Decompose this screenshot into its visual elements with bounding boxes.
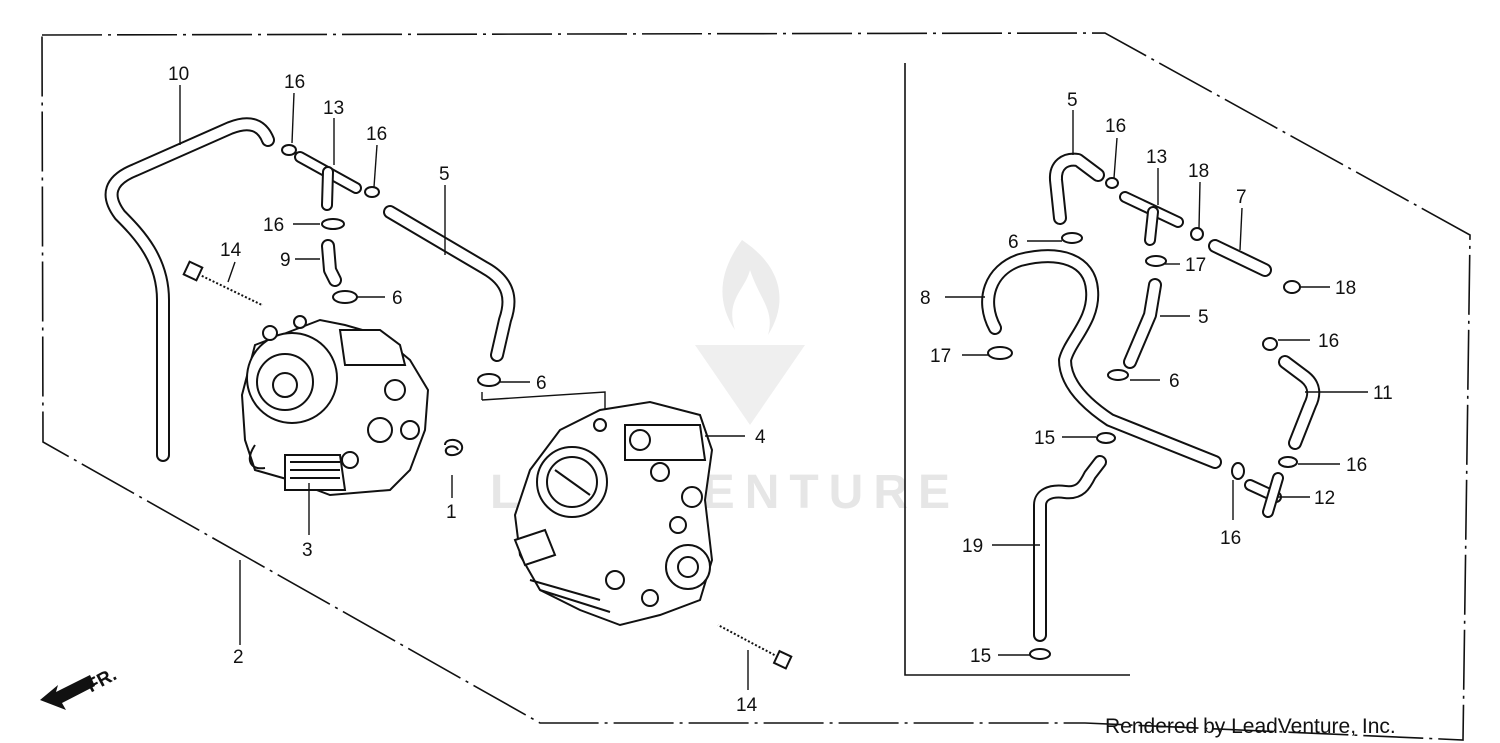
outer-frame — [41, 32, 1471, 741]
callout-16-g: 16 — [1220, 528, 1241, 549]
callout-16-e: 16 — [1318, 331, 1339, 352]
carburetor-3 — [240, 315, 430, 497]
callout-17-b: 17 — [930, 346, 951, 367]
callout-17-a: 17 — [1185, 255, 1206, 276]
hose-5-left — [383, 205, 516, 362]
callout-16-c: 16 — [263, 215, 284, 236]
callout-14-a: 14 — [220, 240, 242, 261]
inner-panel — [904, 63, 1130, 676]
callout-10: 10 — [168, 64, 189, 85]
hose-19 — [1033, 455, 1107, 642]
callout-6-d: 6 — [1169, 371, 1180, 392]
screw-14-lower — [717, 623, 793, 670]
callout-8: 8 — [920, 288, 931, 309]
clamps-right — [987, 177, 1301, 660]
screw-14-upper — [182, 260, 263, 307]
hose-11 — [1278, 355, 1321, 450]
callout-1: 1 — [446, 502, 457, 523]
callout-5-a: 5 — [439, 164, 450, 185]
callout-18-b: 18 — [1335, 278, 1356, 299]
callout-5-c: 5 — [1198, 307, 1209, 328]
callout-11: 11 — [1373, 383, 1393, 404]
leader-lines — [179, 85, 1368, 690]
callout-19: 19 — [962, 536, 983, 557]
hose-9 — [321, 239, 342, 287]
credit-text: Rendered by LeadVenture, Inc. — [1105, 715, 1396, 738]
front-direction-arrow: FR. — [40, 664, 120, 710]
callout-18-a: 18 — [1188, 161, 1209, 182]
callout-4: 4 — [755, 427, 766, 448]
callout-16-d: 16 — [1105, 116, 1126, 137]
callout-6-a: 6 — [392, 288, 403, 309]
t-joint-12 — [1244, 472, 1284, 518]
callout-2: 2 — [233, 647, 244, 668]
t-joint-13-right — [1119, 191, 1184, 246]
callout-6-c: 6 — [1008, 232, 1019, 253]
hose-5-right-top — [1048, 152, 1105, 225]
callout-3: 3 — [302, 540, 313, 561]
callout-15-b: 15 — [970, 646, 991, 667]
hose-5-right-mid — [1123, 278, 1162, 369]
callout-16-b: 16 — [366, 124, 387, 145]
callout-9: 9 — [280, 250, 291, 271]
hose-8 — [981, 249, 1222, 469]
callout-13-a: 13 — [323, 98, 344, 119]
callout-6-b: 6 — [536, 373, 547, 394]
callout-15-a: 15 — [1034, 428, 1055, 449]
clamps-left — [281, 144, 501, 457]
t-joint-13-left — [294, 151, 362, 211]
direction-label: FR. — [83, 664, 120, 697]
callout-13-b: 13 — [1146, 147, 1167, 168]
callout-12: 12 — [1314, 488, 1335, 509]
carburetor-4 — [513, 400, 714, 627]
callout-7: 7 — [1236, 187, 1247, 208]
callout-5-b: 5 — [1067, 90, 1078, 111]
callout-16-a: 16 — [284, 72, 305, 93]
hose-7 — [1208, 239, 1272, 277]
callout-14-b: 14 — [736, 695, 758, 716]
callout-16-f: 16 — [1346, 455, 1367, 476]
hose-10 — [104, 117, 275, 462]
